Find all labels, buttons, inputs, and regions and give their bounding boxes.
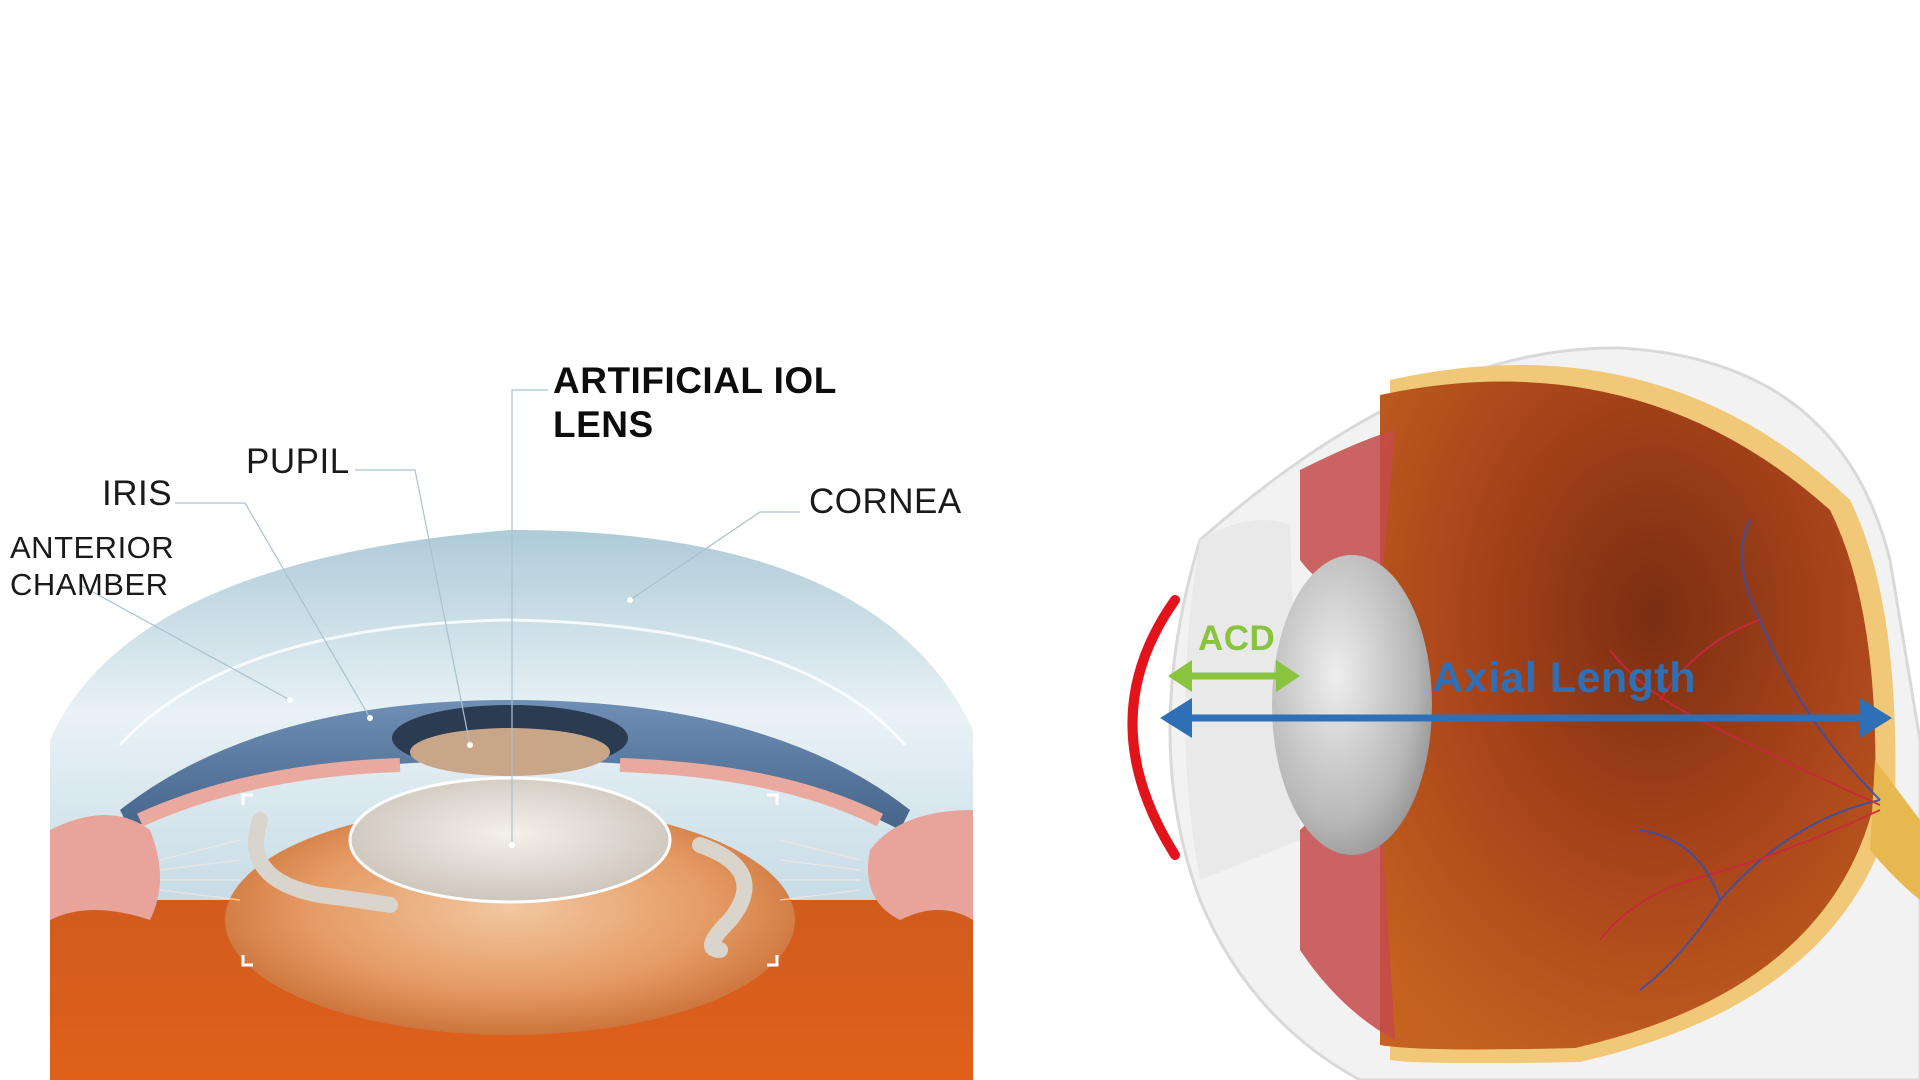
label-axial-length: Axial Length — [1432, 654, 1697, 702]
crystalline-lens — [1272, 555, 1432, 855]
left-eye-cross-section — [50, 389, 973, 1080]
iol-haptic-left — [248, 812, 398, 913]
label-anterior-chamber-line2: CHAMBER — [10, 567, 169, 602]
leader-anterior-chamber — [79, 584, 291, 701]
ciliary-lower — [1300, 800, 1395, 1040]
axial-length-arrow — [1160, 698, 1892, 738]
iol-optic — [348, 776, 672, 904]
acd-arrow — [1168, 660, 1300, 692]
retinal-vessels — [1599, 519, 1881, 991]
corneal-curvature-arc — [1127, 595, 1180, 860]
leader-pupil — [355, 469, 471, 746]
anterior-chamber-region — [1185, 520, 1300, 880]
iol-haptic-right — [692, 837, 753, 958]
ciliary-upper — [1300, 430, 1395, 600]
label-artificial-iol-line1: ARTIFICIAL IOL — [553, 360, 837, 401]
iris-shape — [120, 700, 910, 830]
leader-cornea — [629, 511, 800, 601]
label-anterior-chamber-line1: ANTERIOR — [10, 530, 175, 565]
right-eye-side-view — [1127, 346, 1920, 1080]
optic-nerve — [1870, 760, 1920, 900]
label-pupil: PUPIL — [246, 442, 350, 481]
label-cornea: CORNEA — [809, 482, 962, 521]
leader-iris — [175, 502, 371, 719]
label-iris: IRIS — [102, 474, 173, 513]
leader-iol — [511, 389, 548, 845]
ciliary-body-left — [50, 815, 160, 920]
ciliary-body-right — [868, 810, 973, 920]
label-acd: ACD — [1198, 619, 1276, 658]
label-artificial-iol-line2: LENS — [553, 404, 654, 445]
